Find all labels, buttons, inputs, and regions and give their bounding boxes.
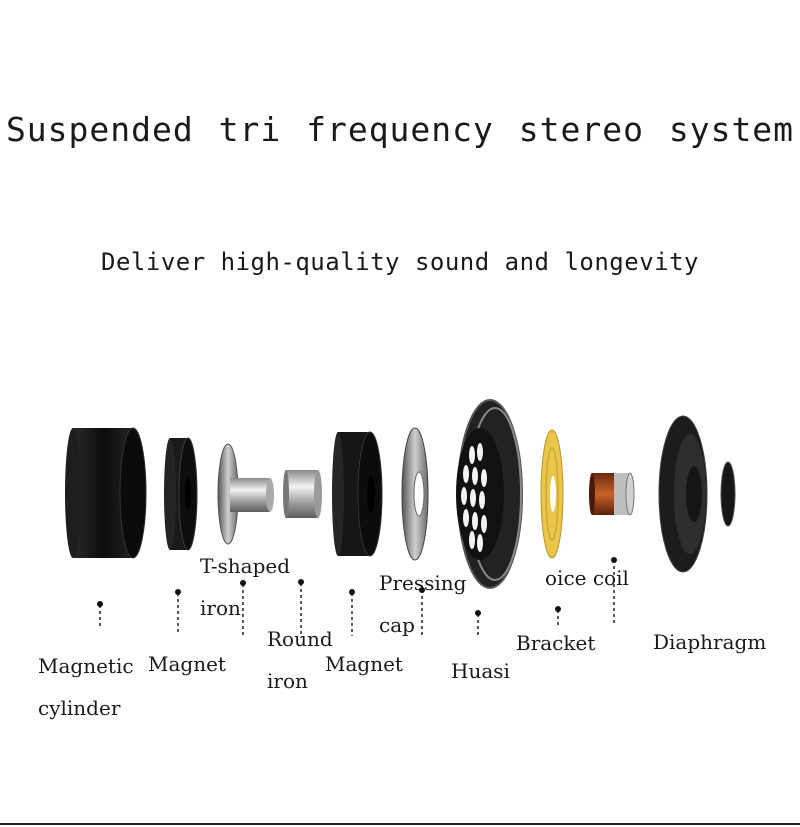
diaphragm-part (659, 416, 735, 572)
label-diaphragm: Diaphragm (653, 621, 766, 663)
magnetic-cylinder-part (65, 428, 146, 558)
label-voice-coil: oice coil (545, 557, 629, 599)
label-magnet-1: Magnet (148, 643, 226, 685)
t-shaped-iron-part (218, 444, 274, 544)
voice-coil-part (589, 473, 634, 515)
leader-dots (97, 557, 617, 616)
huasi-part (456, 400, 522, 588)
round-iron-part (283, 470, 322, 518)
label-magnet-2: Magnet (325, 643, 403, 685)
pressing-cap-part (402, 428, 428, 560)
label-huasi: Huasi (451, 650, 510, 692)
label-bracket: Bracket (516, 622, 595, 664)
bottom-border (0, 823, 800, 825)
magnet-2-part (332, 432, 382, 556)
bracket-part (541, 430, 563, 558)
magnet-1-part (164, 438, 197, 550)
